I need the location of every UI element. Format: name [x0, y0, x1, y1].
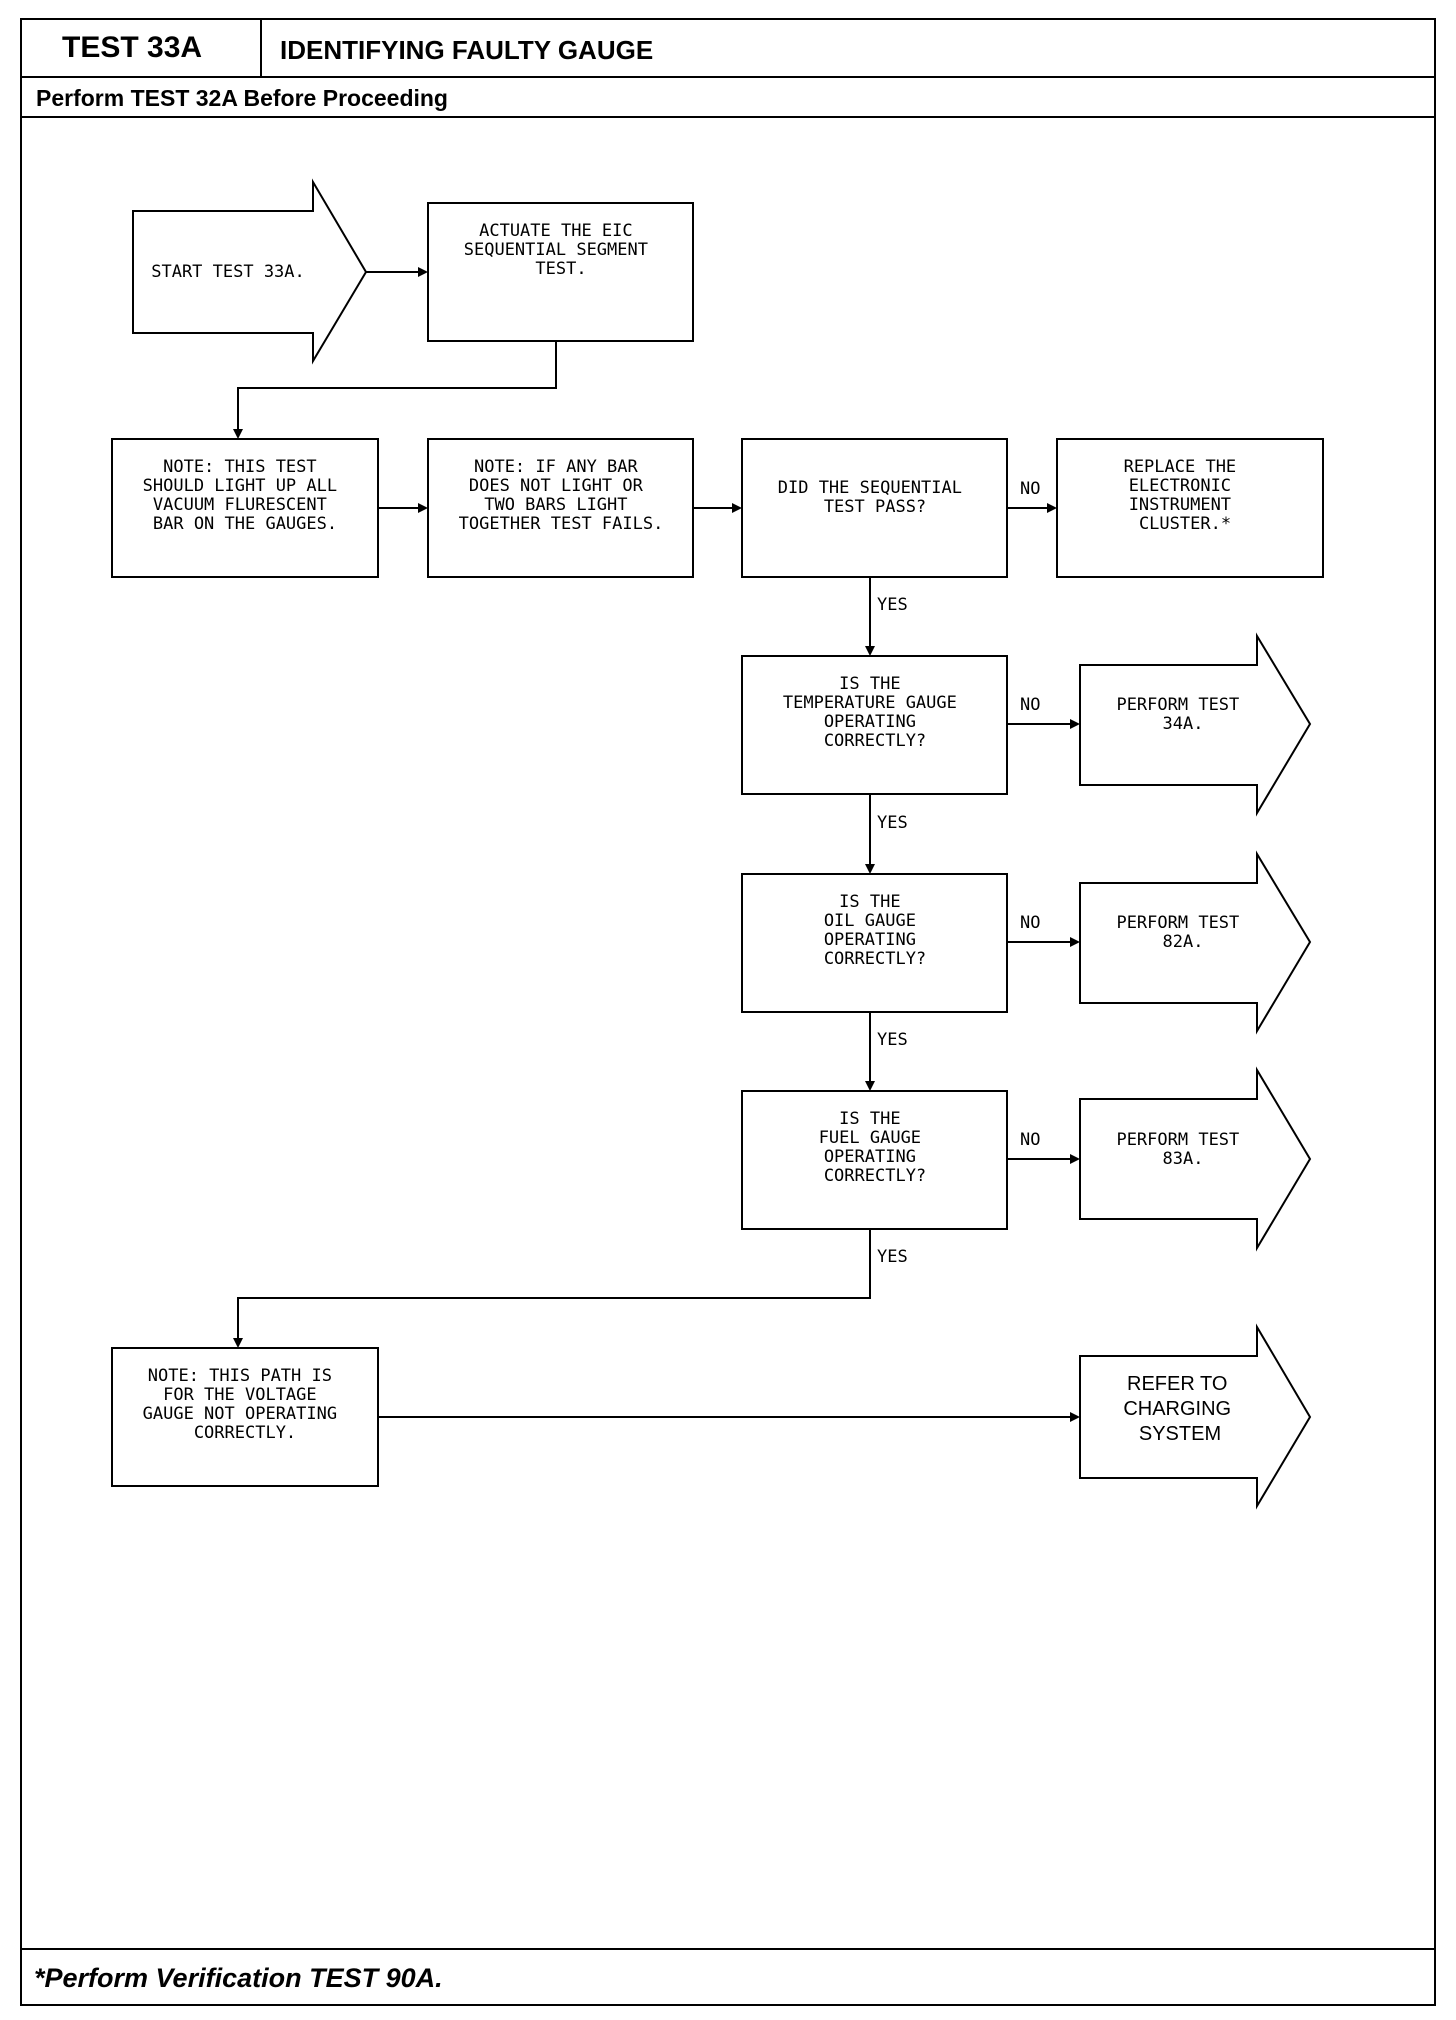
- fuel-question-text: IS THE FUEL GAUGE OPERATING CORRECTLY?: [819, 1109, 932, 1186]
- test-title: IDENTIFYING FAULTY GAUGE: [280, 35, 654, 65]
- perform34-arrow-shape: [1079, 632, 1312, 817]
- fuel-question-shape: [741, 1090, 1008, 1230]
- yes-label: YES: [877, 1030, 908, 1050]
- arrowhead: [418, 503, 428, 513]
- charging-arrow-shape: [1079, 1323, 1312, 1510]
- note2-box-shape: [427, 438, 694, 578]
- arrowhead: [233, 1338, 243, 1348]
- arrowhead: [732, 503, 742, 513]
- arrowhead: [1070, 719, 1080, 729]
- yes-label: YES: [877, 813, 908, 833]
- note2-text: NOTE: IF ANY BAR DOES NOT LIGHT OR TWO B…: [459, 457, 664, 534]
- start-arrow-shape: [132, 178, 368, 365]
- yes-label: YES: [877, 1247, 908, 1267]
- perform82-arrow-shape: [1079, 850, 1312, 1035]
- arrowhead: [1070, 937, 1080, 947]
- note3-box-shape: [111, 1347, 379, 1487]
- note1-box-shape: [111, 438, 379, 578]
- charging-text: REFER TO CHARGING SYSTEM: [1123, 1373, 1236, 1445]
- header-row: TEST 33A IDENTIFYING FAULTY GAUGE: [22, 20, 1434, 78]
- procedure-sheet: TEST 33A IDENTIFYING FAULTY GAUGE Perfor…: [20, 18, 1436, 2006]
- perform34-text: PERFORM TEST 34A.: [1116, 695, 1249, 734]
- sequential-question-text: DID THE SEQUENTIAL TEST PASS?: [778, 478, 972, 517]
- note1-text: NOTE: THIS TEST SHOULD LIGHT UP ALL VACU…: [143, 457, 348, 534]
- perform83-text: PERFORM TEST 83A.: [1116, 1130, 1249, 1169]
- start-text: START TEST 33A.: [151, 262, 305, 282]
- no-label: NO: [1020, 695, 1040, 715]
- actuate-text: ACTUATE THE EIC SEQUENTIAL SEGMENT TEST.: [464, 221, 658, 279]
- actuate-box-shape: [427, 202, 694, 342]
- temperature-question-text: IS THE TEMPERATURE GAUGE OPERATING CORRE…: [783, 674, 967, 751]
- oil-question-text: IS THE OIL GAUGE OPERATING CORRECTLY?: [824, 892, 926, 969]
- prerequisite-note: Perform TEST 32A Before Proceeding: [22, 78, 1434, 118]
- arrowhead: [1070, 1412, 1080, 1422]
- arrowhead: [1070, 1154, 1080, 1164]
- arrowhead: [865, 1081, 875, 1091]
- test-id: TEST 33A: [22, 20, 262, 76]
- perform83-arrow-shape: [1079, 1066, 1312, 1252]
- note3-text: NOTE: THIS PATH IS FOR THE VOLTAGE GAUGE…: [143, 1366, 348, 1443]
- arrowhead: [865, 864, 875, 874]
- perform82-text: PERFORM TEST 82A.: [1116, 913, 1249, 952]
- no-label: NO: [1020, 913, 1040, 933]
- arrowhead: [418, 267, 428, 277]
- footer-note: *Perform Verification TEST 90A.: [22, 1948, 1434, 2004]
- no-label: NO: [1020, 1130, 1040, 1150]
- arrowhead: [1047, 503, 1057, 513]
- yes-label: YES: [877, 595, 908, 615]
- no-label: NO: [1020, 479, 1040, 499]
- arrowhead: [865, 646, 875, 656]
- temperature-question-shape: [741, 655, 1008, 795]
- arrowhead: [233, 429, 243, 439]
- replace-text: REPLACE THE ELECTRONIC INSTRUMENT CLUSTE…: [1124, 457, 1247, 534]
